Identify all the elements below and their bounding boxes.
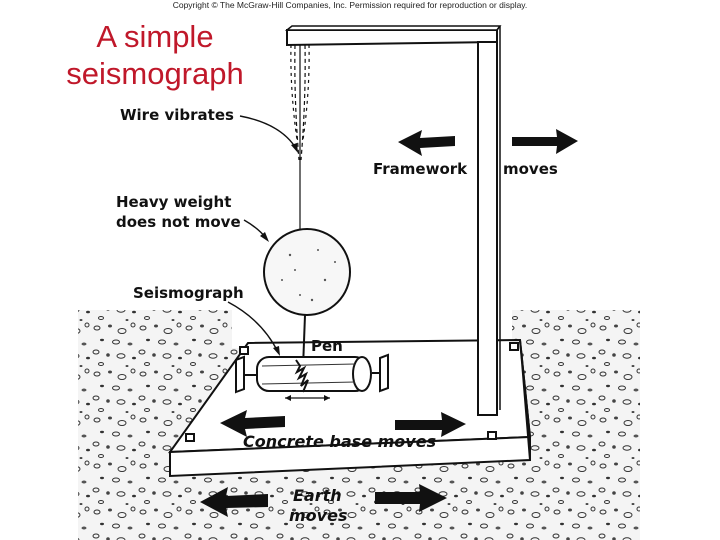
- framework-left-arrow-icon: [398, 130, 455, 156]
- heavy-weight: [263, 228, 351, 316]
- recording-drum: [235, 353, 389, 401]
- slide-title: A simple seismograph: [40, 18, 270, 92]
- base-bolt-icon: [487, 431, 497, 440]
- concrete-base-side: [519, 339, 531, 461]
- seismograph-leader: [227, 301, 279, 353]
- label-earth: Earth: [293, 486, 342, 505]
- vibrating-wire: [290, 44, 310, 232]
- label-framework-moves: moves: [503, 160, 558, 178]
- base-left-arrow-icon: [220, 410, 285, 437]
- seismogram-trace: [294, 359, 309, 393]
- framework-right-arrow-icon: [512, 129, 578, 154]
- label-concrete-base-moves: Concrete base moves: [243, 432, 436, 451]
- label-wire-vibrates: Wire vibrates: [120, 106, 234, 124]
- label-heavy-weight-line-1: Heavy weight: [116, 193, 231, 211]
- base-bolt-icon: [509, 342, 519, 351]
- base-bolt-icon: [185, 433, 195, 442]
- label-framework: Framework: [373, 160, 468, 178]
- title-line-1: A simple: [96, 19, 214, 54]
- earth-right-arrow-icon: [375, 484, 447, 512]
- earth-left-arrow-icon: [200, 487, 268, 517]
- title-line-2: seismograph: [66, 56, 244, 91]
- base-bolt-icon: [239, 346, 249, 355]
- label-seismograph: Seismograph: [133, 284, 244, 302]
- label-earth-moves: moves: [289, 506, 347, 525]
- label-heavy-weight-line-2: does not move: [116, 213, 241, 231]
- framework: [284, 25, 502, 416]
- label-pen: Pen: [311, 337, 343, 355]
- wire-vibrates-leader: [239, 115, 298, 151]
- base-right-arrow-icon: [395, 412, 466, 437]
- copyright-notice: Copyright © The McGraw-Hill Companies, I…: [172, 0, 528, 10]
